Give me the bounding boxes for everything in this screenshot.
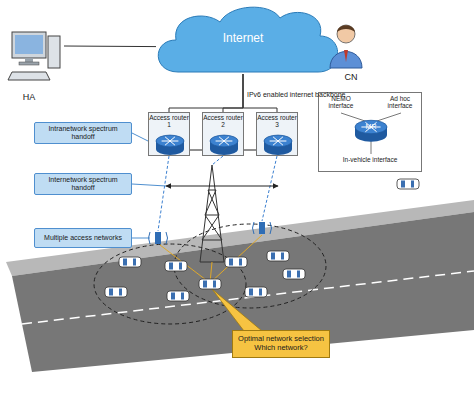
network-link <box>169 74 243 112</box>
selection-callout: Optimal network selectionWhich network? <box>232 330 330 358</box>
vehicle <box>199 279 221 289</box>
callout-box: Multiple access networks <box>34 228 132 248</box>
node-text: In-vehicle interface <box>337 156 403 163</box>
vehicle <box>119 257 141 267</box>
vehicle <box>283 269 305 279</box>
backbone-label: IPv6 enabled internet backbone <box>247 91 367 99</box>
mobile-router-box: NEMO interfaceAd hoc interfaceMRIn-vehic… <box>318 92 422 172</box>
antenna <box>253 222 272 234</box>
home-agent: HA <box>6 26 64 110</box>
node-text: MR <box>356 123 386 131</box>
lane-marking <box>22 271 474 324</box>
node-text: Ad hoc interface <box>379 95 421 110</box>
cell-tower <box>200 165 224 262</box>
node-text: Internet <box>148 32 338 46</box>
coverage-area <box>174 224 326 308</box>
vehicle <box>397 179 419 189</box>
wireless-link <box>158 156 277 231</box>
node-text: Access router 3 <box>257 114 297 129</box>
node-text: HA <box>6 92 52 102</box>
handoff-arrow <box>166 186 278 187</box>
road <box>12 212 474 372</box>
vehicle <box>167 291 189 301</box>
correspondent-node: CN <box>322 20 370 86</box>
vehicle <box>267 251 289 261</box>
access-router: Access router 2 <box>202 112 244 156</box>
access-router: Access router 3 <box>256 112 298 156</box>
vehicle <box>225 257 247 267</box>
node-text: Internetwork spectrum handoff <box>38 176 128 192</box>
antenna <box>149 232 168 244</box>
network-link <box>64 46 156 48</box>
vehicle <box>105 287 127 297</box>
access-router: Access router 1 <box>148 112 190 156</box>
node-text: Access router 2 <box>203 114 243 129</box>
vehicle <box>165 261 187 271</box>
network-link <box>223 74 243 112</box>
callout-box: Internetwork spectrum handoff <box>34 173 132 195</box>
selection-link <box>160 235 262 283</box>
node-text: Optimal network selection <box>238 335 324 344</box>
node-text: Intranetwork spectrum handoff <box>38 125 128 141</box>
vehicles <box>105 179 419 301</box>
node-text: CN <box>334 72 368 82</box>
node-text: Access router 1 <box>149 114 189 129</box>
vehicle <box>245 287 267 297</box>
cloud-node: Internet <box>148 2 338 74</box>
callout-box: Intranetwork spectrum handoff <box>34 122 132 144</box>
node-text: Which network? <box>254 344 307 353</box>
node-text: Multiple access networks <box>44 234 122 242</box>
